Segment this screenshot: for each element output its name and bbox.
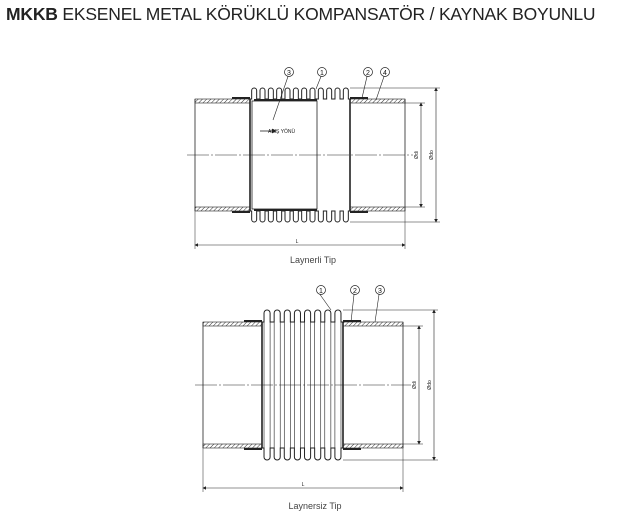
weld-ring: [350, 211, 368, 213]
weld-ring: [244, 448, 262, 450]
weld-ring: [343, 448, 361, 450]
pipe-wall: [349, 206, 406, 212]
weld-ring: [350, 97, 368, 99]
pipe-wall: [202, 443, 263, 449]
leader-line: [350, 294, 355, 323]
flow-direction-label: AKIŞ YÖNÜ: [268, 128, 296, 135]
balloon-1: 1: [319, 288, 323, 295]
balloon-circle: [363, 67, 373, 77]
outer-diameter-label: Ødo: [429, 150, 435, 160]
outer-diameter-label: Ødo: [427, 380, 433, 390]
pipe-wall: [342, 321, 404, 327]
product-code: MKKB: [6, 4, 58, 24]
weld-ring: [232, 97, 250, 99]
leader-line: [375, 76, 385, 101]
balloon-circle: [316, 285, 326, 295]
balloon-3: 3: [287, 70, 291, 77]
balloon-1: 1: [320, 70, 324, 77]
length-label: L: [302, 482, 305, 488]
balloon-2: 2: [353, 288, 357, 295]
inner-diameter-label: Ødi: [412, 381, 418, 389]
balloon-circle: [284, 67, 294, 77]
balloon-2: 2: [366, 70, 370, 77]
weld-ring: [343, 320, 361, 322]
balloon-circle: [317, 67, 327, 77]
pipe-wall: [194, 206, 251, 212]
leader-line: [361, 76, 368, 99]
drawing-laynerli: [187, 67, 440, 249]
balloon-circle: [350, 285, 360, 295]
leader-line: [315, 76, 322, 90]
leader-line: [319, 294, 332, 311]
page-title: MKKB EKSENEL METAL KÖRÜKLÜ KOMPANSATÖR /…: [6, 4, 596, 25]
liner-edge: [254, 209, 317, 211]
bellows-bottom: [262, 447, 343, 461]
pipe-wall: [349, 98, 406, 104]
pipe-wall: [202, 321, 263, 327]
balloon-circle: [380, 67, 390, 77]
liner-edge: [254, 99, 317, 101]
pipe-wall: [194, 98, 251, 104]
pipe-wall: [342, 443, 404, 449]
weld-ring: [244, 320, 262, 322]
balloon-4: 4: [383, 70, 387, 77]
product-name: EKSENEL METAL KÖRÜKLÜ KOMPANSATÖR / KAYN…: [62, 4, 596, 24]
leader-line: [374, 294, 380, 323]
leader-line: [272, 76, 289, 121]
caption-laynerli: Laynerli Tip: [290, 255, 336, 265]
weld-ring: [232, 211, 250, 213]
bellows-top: [262, 309, 343, 323]
bellows-bottom: [250, 210, 350, 223]
inner-diameter-label: Ødi: [414, 151, 420, 159]
bellows-top: [250, 87, 350, 100]
balloon-circle: [375, 285, 385, 295]
drawing-laynersiz: [195, 285, 438, 492]
balloon-3: 3: [378, 288, 382, 295]
caption-laynersiz: Laynersiz Tip: [288, 501, 341, 511]
length-label: L: [296, 239, 299, 245]
